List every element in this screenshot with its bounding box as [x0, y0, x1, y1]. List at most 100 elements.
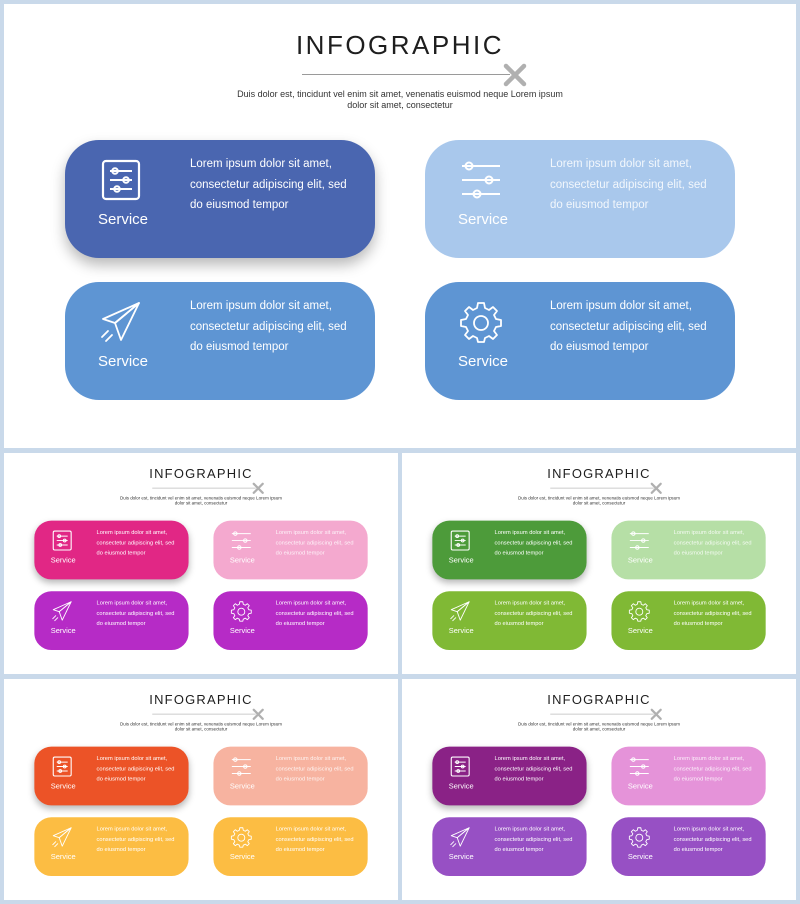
slide-subtitle: Duis dolor est, tincidunt vel enim sit a…: [517, 721, 681, 732]
card-description: Lorem ipsum dolor sit amet, consectetur …: [275, 755, 354, 782]
gear-icon: [628, 601, 650, 622]
card-description: Lorem ipsum dolor sit amet, consectetur …: [550, 158, 707, 211]
slide-subtitle: Duis dolor est, tincidunt vel enim sit a…: [119, 495, 283, 506]
card-description: Lorem ipsum dolor sit amet, consectetur …: [96, 755, 175, 782]
card-label: Service: [448, 555, 474, 565]
card-label: Service: [97, 353, 149, 370]
card-description: Lorem ipsum dolor sit amet, consectetur …: [190, 300, 347, 353]
sliders-panel-icon: [101, 159, 141, 201]
card-description: Lorem ipsum dolor sit amet, consectetur …: [494, 826, 573, 853]
service-card-4: Service Lorem ipsum dolor sit amet, cons…: [213, 817, 368, 877]
sliders-panel-icon: [52, 756, 72, 777]
slide-orange: INFOGRAPHIC Duis dolor est, tincidunt ve…: [4, 679, 398, 900]
sliders-icon: [231, 531, 251, 550]
card-description: Lorem ipsum dolor sit amet, consectetur …: [494, 600, 573, 627]
sliders-panel-icon: [52, 530, 72, 551]
service-card-3: Service Lorem ipsum dolor sit amet, cons…: [34, 591, 189, 651]
card-label: Service: [229, 781, 255, 791]
card-description: Lorem ipsum dolor sit amet, consectetur …: [494, 529, 573, 556]
close-x-icon: [650, 482, 662, 494]
card-label: Service: [448, 852, 474, 862]
slide-purple: INFOGRAPHIC Duis dolor est, tincidunt ve…: [402, 679, 796, 900]
card-description: Lorem ipsum dolor sit amet, consectetur …: [673, 600, 752, 627]
service-card-1: Service Lorem ipsum dolor sit amet, cons…: [34, 520, 189, 580]
card-label: Service: [448, 781, 474, 791]
service-card-3: Service Lorem ipsum dolor sit amet, cons…: [34, 817, 189, 877]
paper-plane-icon: [101, 302, 140, 342]
service-card-2: Service Lorem ipsum dolor sit amet, cons…: [213, 746, 368, 806]
slide-title: INFOGRAPHIC: [547, 691, 651, 707]
service-card-1: Service Lorem ipsum dolor sit amet, cons…: [432, 520, 587, 580]
service-card-3: Service Lorem ipsum dolor sit amet, cons…: [432, 591, 587, 651]
slide-subtitle: Duis dolor est, tincidunt vel enim sit a…: [237, 89, 563, 110]
card-description: Lorem ipsum dolor sit amet, consectetur …: [275, 529, 354, 556]
card-description: Lorem ipsum dolor sit amet, consectetur …: [673, 826, 752, 853]
close-x-icon: [503, 63, 527, 87]
service-card-2: Service Lorem ipsum dolor sit amet, cons…: [611, 520, 766, 580]
card-description: Lorem ipsum dolor sit amet, consectetur …: [673, 529, 752, 556]
card-description: Lorem ipsum dolor sit amet, consectetur …: [673, 755, 752, 782]
gear-icon: [460, 302, 502, 343]
card-label: Service: [627, 852, 653, 862]
slide-green: INFOGRAPHIC Duis dolor est, tincidunt ve…: [402, 453, 796, 674]
sliders-icon: [629, 757, 649, 776]
gear-icon: [230, 827, 252, 848]
paper-plane-icon: [450, 827, 470, 848]
slide-title: INFOGRAPHIC: [149, 465, 253, 481]
sliders-panel-icon: [450, 756, 470, 777]
card-description: Lorem ipsum dolor sit amet, consectetur …: [550, 300, 707, 353]
card-description: Lorem ipsum dolor sit amet, consectetur …: [96, 529, 175, 556]
slide-pink: INFOGRAPHIC Duis dolor est, tincidunt ve…: [4, 453, 398, 674]
card-description: Lorem ipsum dolor sit amet, consectetur …: [275, 600, 354, 627]
title-divider: [302, 74, 510, 75]
gear-icon: [628, 827, 650, 848]
card-label: Service: [50, 555, 76, 565]
service-card-2: Service Lorem ipsum dolor sit amet, cons…: [425, 140, 735, 258]
close-x-icon: [252, 482, 264, 494]
card-label: Service: [627, 626, 653, 636]
service-card-3: Service Lorem ipsum dolor sit amet, cons…: [65, 282, 375, 400]
sliders-icon: [462, 161, 500, 199]
card-label: Service: [627, 781, 653, 791]
sliders-icon: [231, 757, 251, 776]
card-description: Lorem ipsum dolor sit amet, consectetur …: [275, 826, 354, 853]
paper-plane-icon: [52, 827, 72, 848]
service-card-2: Service Lorem ipsum dolor sit amet, cons…: [213, 520, 368, 580]
sliders-panel-icon: [450, 530, 470, 551]
close-x-icon: [252, 708, 264, 720]
card-label: Service: [229, 626, 255, 636]
card-label: Service: [448, 626, 474, 636]
service-card-4: Service Lorem ipsum dolor sit amet, cons…: [213, 591, 368, 651]
gear-icon: [230, 601, 252, 622]
card-label: Service: [97, 211, 149, 228]
card-label: Service: [229, 555, 255, 565]
card-label: Service: [229, 852, 255, 862]
paper-plane-icon: [450, 601, 470, 622]
service-card-1: Service Lorem ipsum dolor sit amet, cons…: [432, 746, 587, 806]
card-label: Service: [457, 211, 509, 228]
card-label: Service: [50, 852, 76, 862]
sliders-icon: [629, 531, 649, 550]
service-card-1: Service Lorem ipsum dolor sit amet, cons…: [34, 746, 189, 806]
slide-subtitle: Duis dolor est, tincidunt vel enim sit a…: [517, 495, 681, 506]
card-label: Service: [627, 555, 653, 565]
card-label: Service: [50, 626, 76, 636]
service-card-3: Service Lorem ipsum dolor sit amet, cons…: [432, 817, 587, 877]
card-description: Lorem ipsum dolor sit amet, consectetur …: [494, 755, 573, 782]
close-x-icon: [650, 708, 662, 720]
slide-title: INFOGRAPHIC: [149, 691, 253, 707]
slide-subtitle: Duis dolor est, tincidunt vel enim sit a…: [119, 721, 283, 732]
card-description: Lorem ipsum dolor sit amet, consectetur …: [96, 826, 175, 853]
card-description: Lorem ipsum dolor sit amet, consectetur …: [96, 600, 175, 627]
service-card-1: Service Lorem ipsum dolor sit amet, cons…: [65, 140, 375, 258]
service-card-4: Service Lorem ipsum dolor sit amet, cons…: [425, 282, 735, 400]
slide-title: INFOGRAPHIC: [295, 30, 505, 60]
service-card-4: Service Lorem ipsum dolor sit amet, cons…: [611, 817, 766, 877]
paper-plane-icon: [52, 601, 72, 622]
service-card-2: Service Lorem ipsum dolor sit amet, cons…: [611, 746, 766, 806]
service-card-4: Service Lorem ipsum dolor sit amet, cons…: [611, 591, 766, 651]
card-description: Lorem ipsum dolor sit amet, consectetur …: [190, 158, 347, 211]
card-label: Service: [457, 353, 509, 370]
slide-blue: INFOGRAPHIC Duis dolor est, tincidunt ve…: [4, 4, 796, 448]
card-label: Service: [50, 781, 76, 791]
